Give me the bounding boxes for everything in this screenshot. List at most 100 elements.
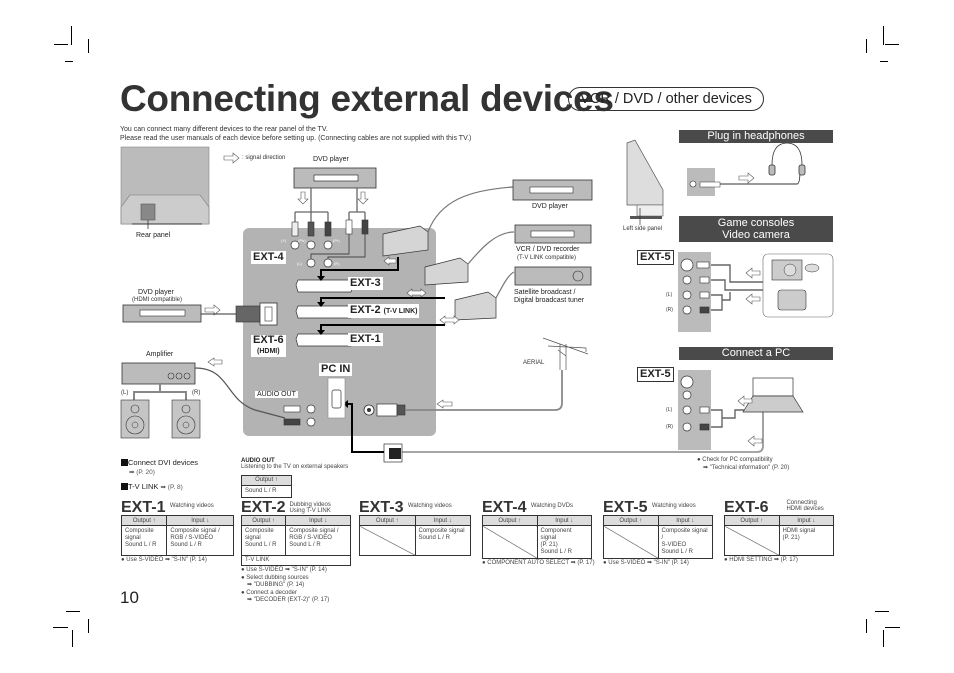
ref-dvi: Connect DVI devices [121,458,198,468]
dvd-player-right-label: DVD player [532,203,568,210]
jack-l-label: (L) [297,261,302,266]
intro-text: You can connect many different devices t… [120,125,471,143]
audio-out-table: Output ↑ Sound L / R [241,474,292,498]
ext5-game-label: EXT-5 [637,250,674,265]
note-text: Check for PC compatibility [702,457,773,463]
ext-desc: Watching DVDs [530,503,574,509]
audio-out-title: AUDIO OUT [241,458,275,464]
crop-mark [53,627,68,628]
extra-row: T-V LINK [241,555,351,566]
hdmi-compatible-label: (HDMI compatible) [132,297,183,303]
page-title: Connecting external devices [120,78,614,119]
ext4-table: Output ↑Input ↓ Component signal(P. 21)S… [482,515,592,559]
ext-name: EXT-3 [359,499,404,516]
jack-pb-label: (Pb) [298,238,306,243]
ext4-label: EXT-4 [251,251,286,264]
crop-mark [885,627,900,628]
aerial-label: AERIAL [523,360,545,366]
jack-r-label: (R) [334,261,340,266]
ext2-name: EXT-2 [350,304,381,316]
crop-mark [883,630,884,647]
l-label: (L) [666,292,673,298]
l-label: (L) [666,407,673,413]
laptop-icon [742,377,804,413]
ext-desc: Watching videos [169,503,214,509]
references: Connect DVI devices ➡ (P. 20) T-V LINK ➡… [121,458,198,493]
ref-tvlink: T-V LINK ➡ (P. 8) [121,482,198,493]
ext5-pc-label: EXT-5 [637,367,674,382]
crop-mark [65,61,73,62]
ext-desc: Watching videos [651,503,696,509]
satellite-label: Satellite broadcast / [514,289,576,296]
headphones-icon [768,142,806,176]
ext-note: ● Use S-VIDEO ➡ "S-IN" (P. 14) [121,557,207,563]
ext-name: EXT-5 [603,499,648,516]
output-header: Output ↑ [724,515,780,526]
input-cell: HDMI signal(P. 21) [778,525,834,556]
ext-desc: Watching videos [407,503,452,509]
ref-tvlink-page[interactable]: ➡ (P. 8) [160,484,183,491]
crop-mark [72,630,73,647]
input-header: Input ↓ [778,515,834,526]
ext2-sub: (T-V LINK) [383,308,418,315]
output-header: Output ↑ [240,515,287,526]
vcr-label: VCR / DVD recorder [516,246,580,253]
r-label: (R) [666,307,673,313]
ext-name: EXT-1 [121,499,166,516]
ext5-table: Output ↑Input ↓ Composite signal /S-VIDE… [603,515,713,559]
crop-mark [883,26,884,45]
input-cell: Component signal(P. 21)Sound L / R [536,525,592,559]
ext6-table: Output ↑Input ↓ HDMI signal(P. 21) [724,515,834,556]
ref-dvi-link[interactable]: Connect DVI devices [128,458,199,467]
output-header: Output ↑ [482,515,538,526]
ext6-label: EXT-6(HDMI) [251,335,286,357]
ext1-label: EXT-1 [348,333,383,346]
output-cell: Sound L / R [241,484,292,498]
audio-out-section: AUDIO OUT Listening to the TV on externa… [241,458,348,498]
pc-in-label: PC IN [319,363,353,376]
note-line: ● Check for PC compatibility [697,457,773,463]
ext6-name: EXT-6 [253,334,284,346]
crop-mark [866,619,867,633]
ext-name: EXT-2 [241,499,286,516]
section-pill: VCR / DVD / other devices [568,87,764,111]
audio-out-desc: Listening to the TV on external speakers [241,464,349,470]
headphones-header: Plug in headphones [679,130,833,143]
game-consoles-header: Game consoles Video camera [679,216,833,242]
input-header: Input ↓ [536,515,592,526]
output-header: Output ↑ [603,515,659,526]
dvd-player-top-label: DVD player [313,156,349,163]
ref-tvlink-label[interactable]: T-V LINK [128,482,159,491]
arrow-icon [738,172,755,184]
dvd-hdmi-label: DVD player [138,289,174,296]
input-header: Input ↓ [657,515,713,526]
ext-name: EXT-4 [482,499,527,516]
ext3-table-block: EXT-3 Watching videos Output ↑Input ↓ Co… [359,499,471,556]
left-side-panel-label: Left side panel [623,226,663,232]
tv-rear-illustration [120,146,210,229]
input-header: Input ↓ [285,515,351,526]
ext-note: ● HDMI SETTING ➡ (P. 17) [724,557,798,563]
ext-note: ● COMPONENT AUTO SELECT ➡ (P. 17) [482,560,595,566]
crop-mark [880,61,888,62]
ext4-table-block: EXT-4 Watching DVDs Output ↑Input ↓ Comp… [482,499,595,568]
crop-mark [71,26,72,45]
signal-arrow-icon [223,152,240,164]
output-cell-empty [724,525,780,556]
ref-dvi-page[interactable]: ➡ (P. 20) [129,469,155,476]
signal-direction-label: : signal direction [242,155,286,161]
crop-mark [866,39,867,53]
output-cell-empty [482,525,538,559]
input-header: Input ↓ [166,515,234,526]
output-header: Output ↑ [359,515,416,526]
